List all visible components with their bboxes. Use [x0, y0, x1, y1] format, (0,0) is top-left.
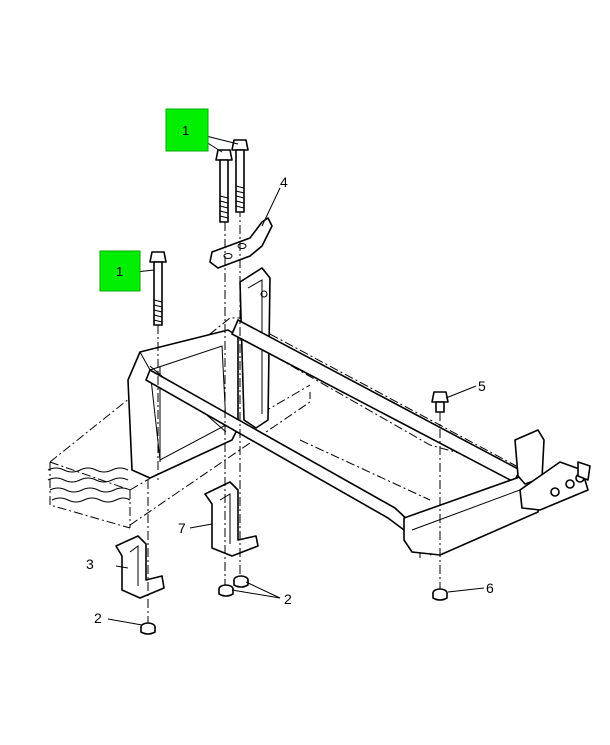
- part-2-nut-center: [218, 584, 234, 597]
- part-2-nut-left: [140, 622, 156, 635]
- callout-2-left: 2: [94, 610, 102, 626]
- highlight-box-1b: [99, 250, 141, 292]
- part-2-nut-right: [233, 575, 249, 588]
- callout-3: 3: [86, 556, 94, 572]
- part-3-lower-strap: [115, 535, 165, 599]
- part-1-bolt-center: [215, 149, 233, 223]
- part-1-bolt-left: [149, 251, 167, 326]
- callout-6: 6: [486, 580, 494, 596]
- part-1-bolt-right: [231, 139, 249, 213]
- highlight-box-1a: [165, 108, 209, 152]
- tank-support-bracket: [127, 267, 271, 479]
- callout-1b: 1: [116, 264, 123, 279]
- callout-4: 4: [280, 174, 288, 190]
- part-4-upper-bracket: [209, 217, 273, 269]
- callout-7: 7: [178, 520, 186, 536]
- callout-2-center: 2: [284, 591, 292, 607]
- alignment-lines: [147, 208, 441, 625]
- part-6-washer: [432, 588, 448, 601]
- frame-mount-bracket: [403, 429, 591, 556]
- callout-1a: 1: [182, 123, 189, 138]
- part-7-lower-strap: [204, 481, 259, 557]
- callout-5: 5: [478, 378, 486, 394]
- part-5-bolt: [431, 391, 449, 413]
